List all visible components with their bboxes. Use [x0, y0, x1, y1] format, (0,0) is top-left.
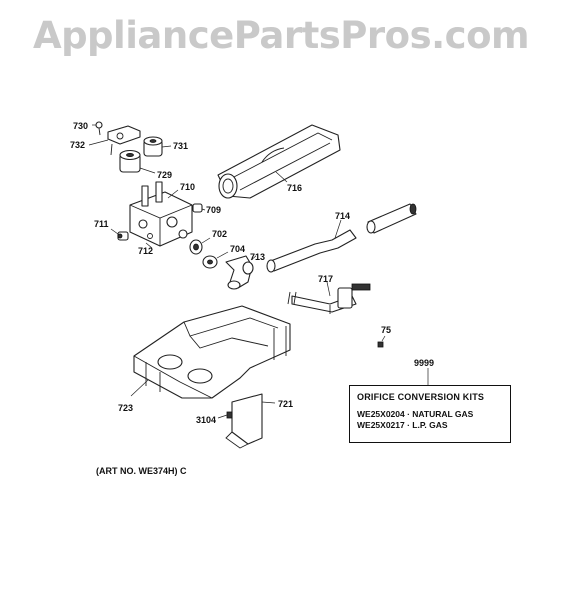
part-730-screw[interactable]: [95, 121, 103, 136]
part-702-nut[interactable]: [189, 239, 203, 255]
callout-717: 717: [318, 274, 333, 284]
part-729-coil[interactable]: [119, 149, 141, 173]
part-711-fitting[interactable]: [117, 231, 129, 241]
callout-723: 723: [118, 403, 133, 413]
kit-row-natural-gas[interactable]: WE25X0204 · NATURAL GAS: [357, 409, 474, 419]
callout-3104: 3104: [196, 415, 216, 425]
callout-721: 721: [278, 399, 293, 409]
part-714-tube[interactable]: [266, 229, 357, 273]
callout-712: 712: [138, 246, 153, 256]
callout-714: 714: [335, 211, 350, 221]
part-3104-screw[interactable]: [226, 411, 233, 419]
callout-709: 709: [206, 205, 221, 215]
callout-716: 716: [287, 183, 302, 193]
kit-row-lp-gas[interactable]: WE25X0217 · L.P. GAS: [357, 420, 448, 430]
part-723-burner-bracket[interactable]: [133, 305, 291, 399]
part-714-tube-extension[interactable]: [366, 203, 417, 234]
callout-702: 702: [212, 229, 227, 239]
callout-713: 713: [250, 252, 265, 262]
part-721-shield[interactable]: [225, 393, 263, 449]
callout-704: 704: [230, 244, 245, 254]
orifice-conversion-kits-box: ORIFICE CONVERSION KITS WE25X0204 · NATU…: [349, 385, 511, 443]
part-712-gas-valve[interactable]: [129, 181, 193, 247]
part-704-orifice[interactable]: [202, 255, 218, 269]
kit-title: ORIFICE CONVERSION KITS: [357, 392, 485, 402]
callout-729: 729: [157, 170, 172, 180]
part-713-elbow[interactable]: [225, 255, 254, 290]
part-709-fitting[interactable]: [192, 203, 203, 213]
part-717-igniter[interactable]: [287, 283, 371, 314]
watermark-logo: AppliancePartsPros.com: [32, 14, 530, 57]
art-number: (ART NO. WE374H) C: [96, 466, 187, 476]
callout-730: 730: [73, 121, 88, 131]
callout-710: 710: [180, 182, 195, 192]
callout-732: 732: [70, 140, 85, 150]
callout-9999: 9999: [414, 358, 434, 368]
callout-711: 711: [94, 219, 109, 229]
part-716-burner[interactable]: [217, 124, 341, 199]
kit-rows: WE25X0204 · NATURAL GAS WE25X0217 · L.P.…: [350, 402, 510, 431]
part-731-coil[interactable]: [143, 136, 163, 157]
part-75-screw[interactable]: [377, 341, 384, 348]
callout-75: 75: [381, 325, 391, 335]
part-732-bracket[interactable]: [107, 125, 141, 156]
callout-731: 731: [173, 141, 188, 151]
